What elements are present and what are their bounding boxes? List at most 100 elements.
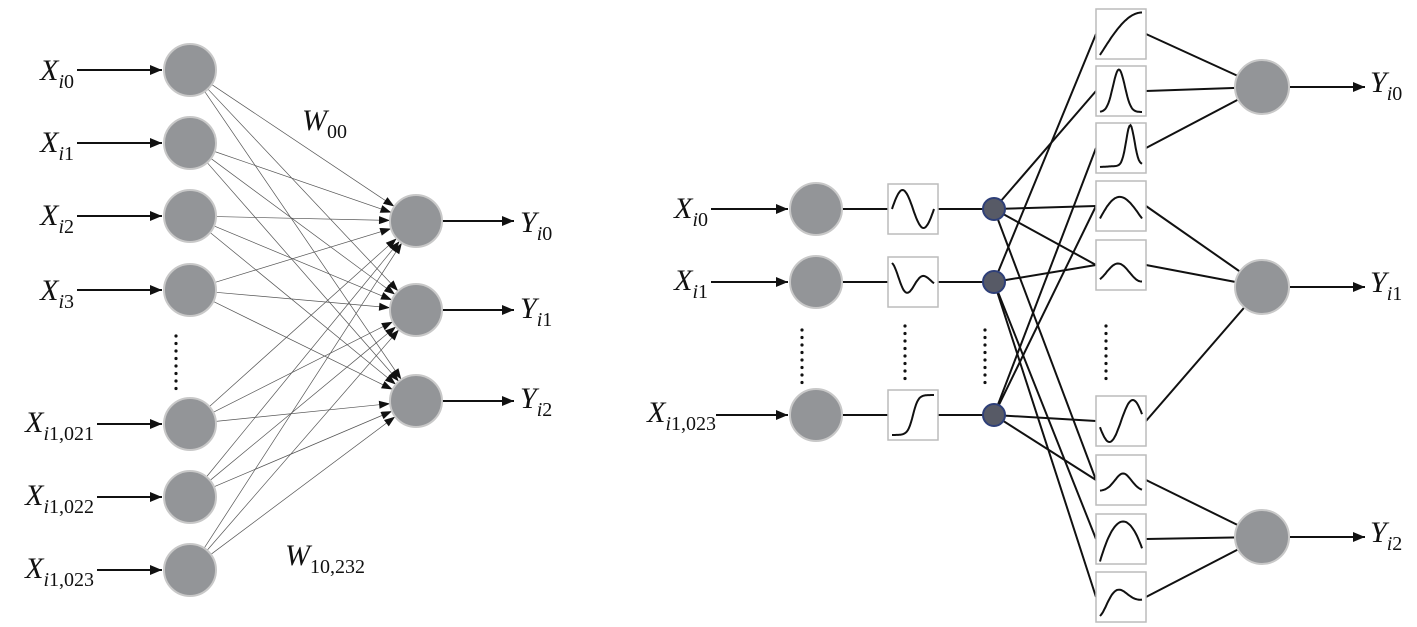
output-label: Yi1 — [1370, 266, 1402, 305]
network-connections — [816, 33, 1263, 598]
basis-connection — [993, 208, 1097, 481]
output-arrows — [1290, 82, 1365, 542]
ellipsis-dot — [983, 358, 987, 362]
input-neuron — [163, 397, 217, 451]
arrowhead — [389, 241, 400, 253]
basis-connection — [993, 205, 1097, 416]
weight-edge — [209, 327, 395, 481]
weight-edge — [215, 291, 389, 308]
ellipsis-dot — [1104, 369, 1108, 373]
input-arrows — [77, 65, 162, 575]
ellipsis-dots — [800, 324, 1108, 385]
function-box — [1095, 8, 1147, 60]
arrowhead — [391, 368, 402, 380]
ellipsis-dot — [174, 386, 178, 391]
basis-connection — [993, 414, 1097, 422]
narrow-wave-curve — [1099, 588, 1143, 617]
output-neuron — [389, 283, 443, 337]
fully-connected-network: Xi0 Xi1 Xi2 Xi3 Xi1,021 Xi1,022 Xi1,023 … — [24, 43, 552, 597]
expansion-junction — [982, 197, 1006, 221]
output-labels: Yi0 Yi1 Yi2 — [1370, 66, 1402, 555]
output-neuron — [389, 374, 443, 428]
arrowhead — [379, 205, 392, 213]
valley-curve-curve — [1099, 520, 1143, 562]
input-neuron — [163, 189, 217, 243]
weight-edge — [207, 88, 398, 290]
ellipsis-dot — [903, 369, 907, 373]
inverted-wave-curve — [1099, 398, 1143, 444]
function-box — [1095, 454, 1147, 506]
ellipsis-dot — [983, 328, 987, 332]
weight-edge — [206, 162, 398, 381]
function-box — [1095, 122, 1147, 174]
output-label: Yi0 — [520, 206, 552, 245]
arrowhead — [385, 238, 397, 249]
ellipsis-dot — [800, 335, 804, 340]
arrowhead — [379, 227, 392, 236]
input-label: Xi1,021 — [24, 406, 94, 445]
ellipsis-dot — [800, 343, 804, 347]
basis-connection — [993, 281, 1097, 540]
weight-edge — [213, 301, 392, 389]
input-neuron — [163, 470, 217, 524]
arrowhead — [383, 416, 396, 427]
input-label: Xi0 — [673, 192, 708, 231]
ellipsis-dot — [174, 379, 178, 383]
arrowhead — [380, 292, 392, 301]
ellipsis-dot — [983, 380, 987, 385]
weight-edge — [211, 84, 393, 206]
input-label: Xi1,022 — [24, 479, 94, 518]
skewed-peak-curve — [1099, 123, 1143, 168]
weight-label-top: W00 — [302, 104, 347, 143]
input-label: Xi1 — [39, 126, 74, 165]
sigmoid-curve — [892, 394, 934, 436]
ellipsis-dot — [800, 380, 804, 385]
weight-edge — [204, 91, 401, 379]
ellipsis-dot — [903, 376, 907, 381]
input-neuron — [789, 388, 843, 442]
basis-connection — [993, 147, 1097, 416]
weight-edge — [209, 239, 396, 407]
arrowhead — [384, 374, 396, 385]
output-labels: Yi0 Yi1 Yi2 — [520, 206, 552, 421]
basis-connection — [993, 414, 1097, 481]
input-label: Xi2 — [39, 199, 74, 238]
ellipsis-dot — [903, 324, 907, 328]
weight-edge — [213, 411, 391, 488]
output-neuron — [1234, 259, 1290, 315]
damped-wave-curve — [891, 262, 935, 294]
weight-edge — [206, 242, 399, 478]
weight-edge — [206, 330, 398, 551]
arrowhead — [388, 329, 399, 341]
input-label: Xi3 — [39, 274, 74, 313]
basis-connection — [993, 281, 1097, 598]
function-box — [887, 183, 939, 235]
smooth-hump-curve — [1099, 195, 1143, 220]
input-label: Xi1,023 — [24, 552, 94, 591]
basis-connection — [993, 90, 1097, 210]
input-neuron — [789, 255, 843, 309]
weight-edge — [214, 228, 390, 283]
arrowhead — [384, 326, 396, 337]
weight-edge — [209, 232, 395, 384]
ellipsis-dot — [1104, 346, 1108, 351]
ellipsis-dot — [1104, 354, 1108, 358]
neuron-nodes — [163, 43, 443, 597]
expansion-junction — [982, 270, 1006, 294]
input-label: Xi1,023 — [646, 396, 716, 435]
output-label: Yi2 — [520, 382, 552, 421]
input-label: Xi1 — [673, 264, 708, 303]
ellipsis-dot — [903, 354, 907, 358]
input-neuron — [163, 263, 217, 317]
function-box — [887, 256, 939, 308]
ellipsis-dot — [1104, 339, 1108, 343]
ellipsis-dot — [983, 365, 987, 370]
arrowhead — [383, 284, 396, 295]
ellipsis-dot — [1104, 331, 1108, 336]
input-neuron — [163, 116, 217, 170]
input-arrows — [711, 204, 788, 420]
ellipsis-dot — [903, 339, 907, 343]
ellipsis-dot — [174, 371, 178, 376]
function-box — [1095, 571, 1147, 623]
ellipsis-dot — [903, 331, 907, 336]
